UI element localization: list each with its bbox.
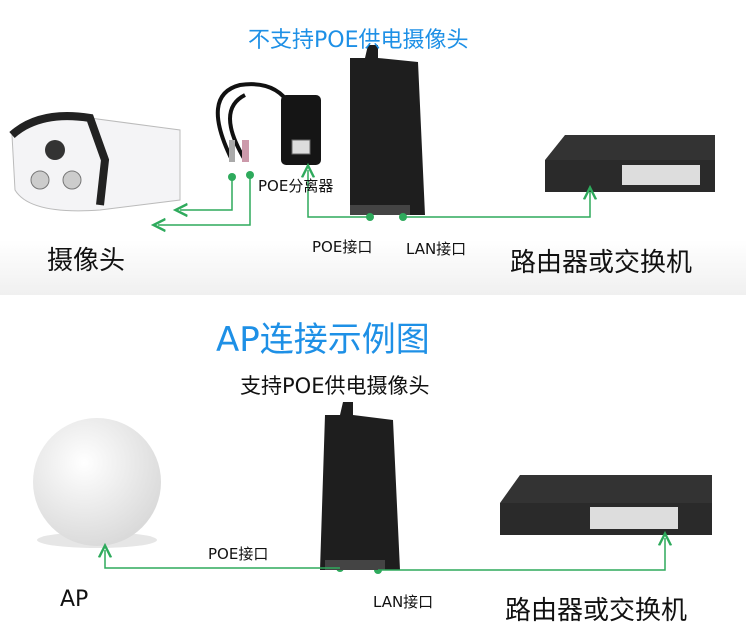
switch-image-2 xyxy=(500,475,712,535)
lan-port-label: LAN接口 xyxy=(406,240,467,258)
poe-port-label-2: POE接口 xyxy=(208,545,269,563)
bottom-subtitle: 支持POE供电摄像头 xyxy=(240,374,430,398)
poe-injector-image xyxy=(350,45,425,215)
switch-label: 路由器或交换机 xyxy=(510,248,693,278)
top-connection-lines xyxy=(158,170,590,225)
lan-port-label-2: LAN接口 xyxy=(373,593,434,611)
camera-label: 摄像头 xyxy=(47,246,126,276)
top-title: 不支持POE供电摄像头 xyxy=(248,28,469,53)
access-point-image xyxy=(33,418,161,548)
bottom-title: AP连接示例图 xyxy=(216,320,430,360)
switch-label-2: 路由器或交换机 xyxy=(505,596,688,626)
splitter-label: POE分离器 xyxy=(258,177,334,195)
bottom-connection-lines xyxy=(105,538,665,571)
camera-image xyxy=(9,112,181,212)
switch-image xyxy=(545,135,715,192)
background-band xyxy=(0,240,746,295)
poe-injector-image-2 xyxy=(320,402,400,570)
poe-port-label: POE接口 xyxy=(312,238,373,256)
ap-label: AP xyxy=(60,587,89,612)
poe-splitter-image xyxy=(215,82,321,165)
